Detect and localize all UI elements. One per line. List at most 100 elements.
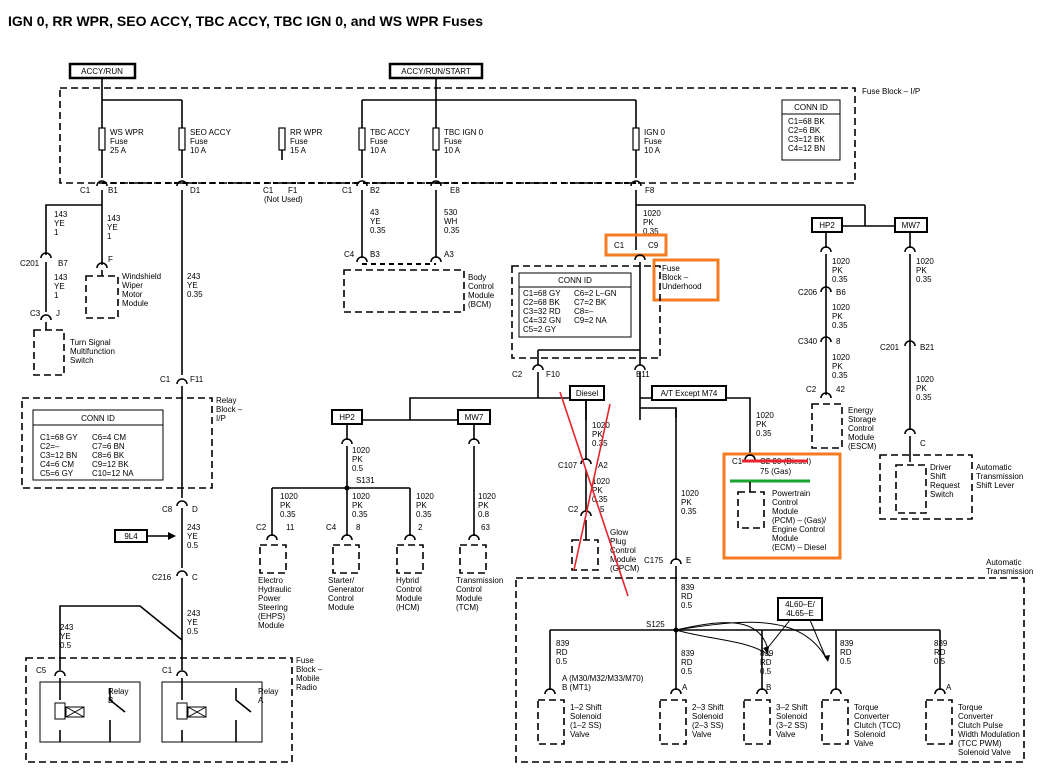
- diagram-label: (3–2 SS): [776, 721, 808, 730]
- diagram-label: Solenoid: [776, 712, 807, 721]
- diagram-label: Solenoid: [570, 712, 601, 721]
- diagram-label: E11: [636, 370, 650, 379]
- shift-lever-outline: [879, 454, 973, 520]
- diagram-label: PK: [832, 362, 843, 371]
- diesel-label: [569, 385, 605, 401]
- input-9l4: [114, 529, 148, 543]
- diesel-strikeout: [559, 391, 629, 597]
- diagram-label: F10: [546, 370, 560, 379]
- diagram-label: 0.5: [60, 641, 72, 650]
- diagram-label: YE: [54, 282, 65, 291]
- gpcm-module: [571, 539, 599, 571]
- diagram-label: 839: [681, 583, 695, 592]
- diagram-label: 0.5: [187, 541, 199, 550]
- diagram-label: C1: [160, 375, 171, 384]
- diagram-label: C10=12 NA: [92, 469, 134, 478]
- at-except-label: [651, 385, 727, 401]
- driver-shift-request-switch: [895, 464, 927, 514]
- diagram-label: 0.35: [416, 510, 432, 519]
- diagram-label: PK: [352, 501, 363, 510]
- fuse-tbc-accy: [358, 127, 366, 151]
- diagram-label: PK: [832, 266, 843, 275]
- diagram-label: Solenoid: [854, 730, 885, 739]
- diagram-label: 8: [836, 337, 841, 346]
- tcm-module: [459, 544, 487, 574]
- diagram-label: 43: [370, 208, 379, 217]
- diagram-label: 0.35: [756, 429, 772, 438]
- diagram-label: Torque: [854, 703, 879, 712]
- diagram-label: Storage: [848, 415, 877, 424]
- diagram-label: Module: [610, 555, 637, 564]
- diagram-label: C340: [798, 337, 818, 346]
- diagram-label: Control: [848, 424, 874, 433]
- diagram-label: Control: [468, 282, 494, 291]
- relay-block-outline: [21, 397, 213, 489]
- fuse-name: RR WPR: [290, 128, 323, 137]
- diagram-label: 1020: [681, 489, 699, 498]
- fuse-seo-accy: [178, 127, 186, 151]
- diagram-label: WH: [444, 217, 458, 226]
- relay-conn-id-box: [32, 409, 164, 481]
- diagram-label: Control: [456, 585, 482, 594]
- conn-label: C1: [342, 186, 353, 195]
- diagram-label: C3: [30, 309, 41, 318]
- mw7-label-upper: [894, 217, 928, 233]
- diagram-label: Multifunction: [70, 347, 115, 356]
- diagram-label: F11: [190, 375, 204, 384]
- diagram-label: C4=32 GN: [523, 316, 561, 325]
- windshield-wiper-module: [85, 275, 119, 319]
- diagram-label: 0.35: [681, 507, 697, 516]
- diagram-label: Transmission: [456, 576, 503, 585]
- diagram-label: (BCM): [468, 300, 491, 309]
- accy-run-label: ACCY/RUN: [81, 67, 123, 76]
- diagram-label: C5=6 GY: [40, 469, 74, 478]
- diagram-label: Block –: [216, 405, 243, 414]
- diagram-label: 11: [286, 523, 295, 532]
- diagram-label: MW7: [902, 221, 921, 230]
- fuse-name: WS WPR: [110, 128, 144, 137]
- diagram-label: 143: [107, 214, 121, 223]
- fuse-ws-wpr: [98, 127, 106, 151]
- diagram-label: PK: [681, 498, 692, 507]
- diagram-label: Control: [396, 585, 422, 594]
- diagram-label: PK: [592, 430, 603, 439]
- pcm-highlight: [722, 452, 842, 560]
- pin-label: D1: [190, 186, 201, 195]
- diagram-label: C1=68 GY: [40, 433, 78, 442]
- diagram-label: Module: [772, 534, 799, 543]
- diagram-label: Automatic: [976, 463, 1012, 472]
- diagram-label: Engine Control: [772, 525, 825, 534]
- diagram-label: C1: [614, 241, 625, 250]
- diagram-label: 0.5: [760, 667, 772, 676]
- diagram-label: Module: [468, 291, 495, 300]
- diagram-label: C2: [512, 370, 523, 379]
- diagram-label: Wiper: [122, 281, 143, 290]
- diagram-label: 0.35: [280, 510, 296, 519]
- tcc-pwm-solenoid: [925, 699, 953, 745]
- diagram-label: Windshield: [122, 272, 161, 281]
- diagram-label: Relay: [258, 687, 278, 696]
- diagram-label: Valve: [570, 730, 590, 739]
- diagram-label: C206: [798, 288, 818, 297]
- diagram-label: Module: [328, 603, 355, 612]
- ehps-module: [259, 544, 287, 574]
- diagram-label: Starter/: [328, 576, 355, 585]
- conn-label: C1: [263, 186, 274, 195]
- fuse-type: Fuse: [444, 137, 462, 146]
- diagram-label: 0.35: [592, 439, 608, 448]
- diagram-label: A: [258, 696, 264, 705]
- diagram-label: (1–2 SS): [570, 721, 602, 730]
- diagram-label: Solenoid: [692, 712, 723, 721]
- diagram-label: 0.35: [352, 510, 368, 519]
- diagram-label: Automatic: [986, 558, 1022, 567]
- diagram-label: C201: [20, 259, 40, 268]
- diagram-label: C2: [568, 505, 579, 514]
- diagram-label: 1020: [592, 421, 610, 430]
- diagram-label: C8=–: [574, 307, 594, 316]
- diagram-label: C5: [36, 666, 47, 675]
- diagram-label: Turn Signal: [70, 338, 111, 347]
- diagram-label: Relay: [108, 687, 128, 696]
- diagram-label: Transmission: [976, 472, 1023, 481]
- bcm-module: [343, 269, 465, 313]
